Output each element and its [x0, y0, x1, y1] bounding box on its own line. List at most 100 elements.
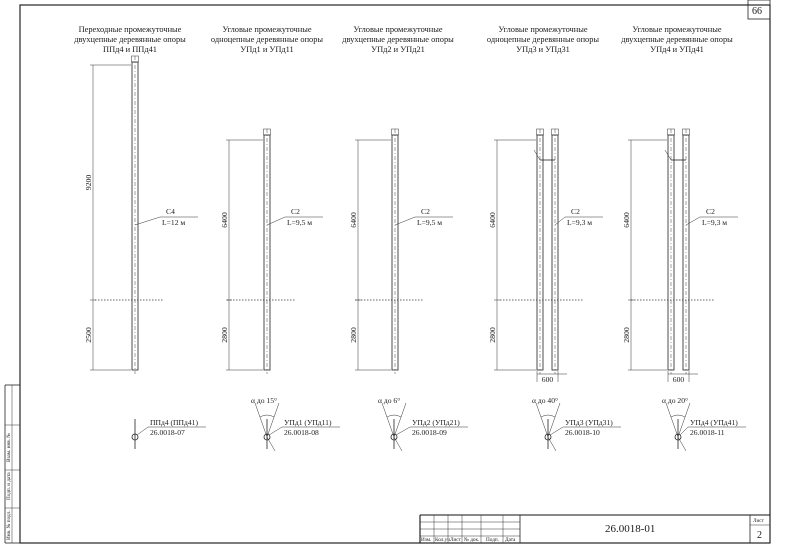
title-block: Изм. Кол.уч Лист № док. Подп. Дата 26.00… [419, 514, 770, 543]
angle-line [266, 436, 276, 452]
doc-code: 26.0018-01 [605, 523, 655, 535]
stamp-col-2: Кол.уч [435, 537, 450, 543]
support-title-line: двухцепные деревянные опоры [342, 35, 454, 44]
ref-name-label: ППд4 (ППд41) [150, 418, 198, 427]
ref-leader [679, 426, 689, 436]
pole-cap [391, 128, 399, 136]
ref-leader [136, 426, 149, 436]
height-below-label: 2800 [622, 327, 631, 343]
stamp-col-1: Изм. [421, 537, 431, 543]
support-title-line: Угловые промежуточные [222, 25, 311, 34]
stamp-col-5: Подп. [486, 537, 499, 543]
ref-code-label: 26.0018-10 [565, 428, 600, 437]
side-label-2: Подп. и дата [6, 472, 12, 500]
height-below-label: 2800 [220, 327, 229, 343]
support-title-line: одноцепные деревянные опоры [211, 35, 324, 44]
angle-label: α до 6° [378, 396, 400, 405]
support-title-line: ППд4 и ППд41 [103, 45, 157, 54]
pole-cap [682, 128, 690, 136]
side-label-1: Инв. № подл. [6, 510, 12, 540]
sheet-number: 2 [757, 530, 762, 541]
sheet-frame [19, 4, 771, 544]
angle-line [677, 436, 687, 452]
plan-pole-symbol [674, 433, 682, 441]
pole-mark-label: С2 [291, 207, 300, 216]
side-label-3: Взам. инв. № [6, 433, 12, 462]
angle-label: α до 20° [662, 396, 688, 405]
pole-length-label: L=9,3 м [702, 218, 727, 227]
stamp-col-3: Лист [450, 537, 462, 543]
pole-length-label: L=9,5 м [417, 218, 442, 227]
angle-line [677, 402, 691, 438]
pole-cap [551, 128, 559, 136]
ref-leader [549, 426, 564, 436]
support-title-line: одноцепные деревянные опоры [487, 35, 600, 44]
plan-pole-symbol [131, 433, 139, 441]
pole-cap [131, 55, 139, 63]
sheet-label: Лист [753, 518, 765, 524]
ref-code-label: 26.0018-07 [150, 428, 185, 437]
spacing-label: 600 [542, 375, 554, 384]
stamp-col-4: № док. [464, 537, 479, 543]
support-title-line: Переходные промежуточные [79, 25, 182, 34]
ref-code-label: 26.0018-08 [284, 428, 319, 437]
plan-pole-symbol [544, 433, 552, 441]
angle-line [393, 436, 403, 452]
stamp-col-6: Дата [505, 537, 516, 543]
angle-line [547, 402, 561, 438]
angle-arc [259, 414, 275, 418]
plan-pole-symbol [390, 433, 398, 441]
height-above-label: 6400 [622, 212, 631, 228]
angle-line [254, 402, 268, 438]
height-below-label: 2800 [349, 327, 358, 343]
angle-line [381, 402, 395, 438]
height-below-label: 2500 [84, 327, 93, 343]
ref-code-label: 26.0018-09 [412, 428, 447, 437]
support-title-line: двухцепные деревянные опоры [621, 35, 733, 44]
angle-label: α до 15° [251, 396, 277, 405]
pole-mark-label: С4 [166, 207, 175, 216]
pole-mark-label: С2 [421, 207, 430, 216]
ref-name-label: УПд4 (УПд41) [690, 418, 738, 427]
leader-line [394, 216, 416, 226]
pole-mark-label: С2 [706, 207, 715, 216]
plan-pole-symbol [263, 433, 271, 441]
ref-name-label: УПд3 (УПд31) [565, 418, 613, 427]
angle-line [535, 402, 549, 438]
leader-line [554, 216, 566, 226]
pole-length-label: L=9,3 м [567, 218, 592, 227]
support-title-line: УПд4 и УПд41 [650, 45, 704, 54]
support-title-line: Угловые промежуточные [632, 25, 721, 34]
support-title-line: УПд1 и УПд11 [240, 45, 293, 54]
side-strip: Инв. № подл. Подп. и дата Взам. инв. № [4, 384, 20, 544]
angle-line [393, 402, 407, 438]
support-title-line: двухцепные деревянные опоры [74, 35, 186, 44]
ref-code-label: 26.0018-11 [690, 428, 725, 437]
angle-line [547, 436, 557, 452]
ref-name-label: УПд1 (УПд11) [284, 418, 332, 427]
angle-arc [670, 414, 686, 418]
pole-cap [536, 128, 544, 136]
pole-mark-label: С2 [571, 207, 580, 216]
support-title-line: УПд2 и УПд21 [371, 45, 425, 54]
leader-line [685, 216, 701, 226]
height-above-label: 9200 [84, 175, 93, 191]
pole-cap [263, 128, 271, 136]
leader-line [266, 216, 286, 226]
support-title-line: Угловые промежуточные [353, 25, 442, 34]
ref-name-label: УПд2 (УПд21) [412, 418, 460, 427]
angle-arc [540, 414, 556, 418]
ref-leader [268, 426, 283, 436]
support-title-line: Угловые промежуточные [498, 25, 587, 34]
pole-cap [667, 128, 675, 136]
height-above-label: 6400 [488, 212, 497, 228]
brace [533, 149, 541, 161]
angle-line [266, 402, 280, 438]
ref-leader [395, 426, 411, 436]
